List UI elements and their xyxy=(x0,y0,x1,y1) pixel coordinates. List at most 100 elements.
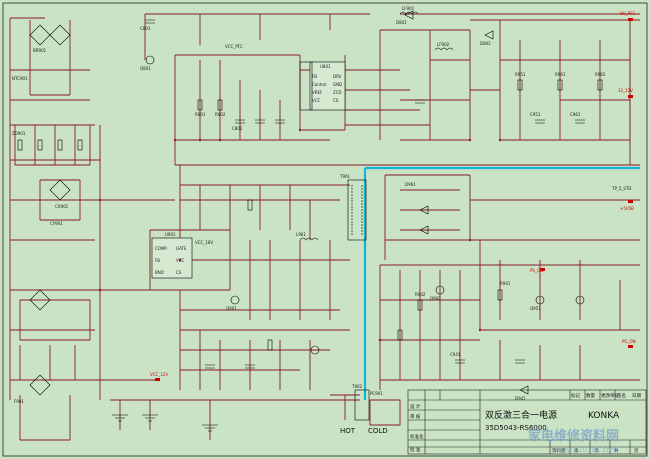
ground-symbol xyxy=(112,414,128,422)
title-block-row: 设 计 xyxy=(410,403,421,410)
standby-ic xyxy=(299,61,313,111)
ic-main-pin: COMP xyxy=(155,246,167,251)
ref-label: Q901 xyxy=(226,306,237,311)
resistor xyxy=(517,79,523,91)
ref-label: LF902 xyxy=(437,42,450,47)
ref-label: ZD901 xyxy=(12,131,26,136)
resistor xyxy=(217,99,223,111)
net-label-vcc-top: VCC_18V xyxy=(195,240,213,245)
ref-label: R962 xyxy=(595,72,606,77)
resistor xyxy=(37,139,43,151)
junction-dots xyxy=(98,128,502,342)
title-block-cell: 第 xyxy=(574,447,579,454)
pwm-controller-ic xyxy=(151,237,193,279)
ic-pfc-pin: DRV xyxy=(333,74,342,79)
capacitor xyxy=(455,359,465,364)
transistor-q4 xyxy=(535,295,545,305)
ic-pfc-pin: ZCD xyxy=(333,90,342,95)
resistor xyxy=(17,139,23,151)
capacitor xyxy=(535,119,545,124)
net-label-12v: 12_12V xyxy=(618,88,633,93)
ref-label: LF901 xyxy=(402,6,415,11)
title-block-cell: 页 xyxy=(634,448,639,454)
ic-pfc-pin: VCC xyxy=(312,98,321,103)
bridge-rectifier-2 xyxy=(49,24,71,46)
transformer-main xyxy=(347,179,367,241)
title-block-header: 签名 xyxy=(617,392,626,399)
title-block-header: 数量 xyxy=(586,392,595,399)
wire-network xyxy=(9,13,640,441)
inductor-coils xyxy=(299,11,454,241)
resistor xyxy=(557,79,563,91)
diagram-title: 双反激三合一电源 xyxy=(485,409,557,421)
watermark-url: www.520101.com xyxy=(555,446,618,454)
diode xyxy=(419,225,429,235)
net-label-tp5v: TP_5_STD xyxy=(611,186,631,191)
ref-label: T902 xyxy=(351,384,363,389)
capacitor xyxy=(245,364,255,369)
ref-label: R802 xyxy=(215,112,226,117)
ic-main-pin: CS xyxy=(176,270,182,275)
title-block xyxy=(407,389,647,455)
ref-label: Q902 xyxy=(430,296,441,301)
ic-pfc-pin: CS xyxy=(333,98,339,103)
title-block-header: 更改单号 xyxy=(601,392,619,399)
capacitor xyxy=(145,19,155,24)
model-label: 35D5043-RS6000 xyxy=(485,424,547,432)
ref-label: R942 xyxy=(415,292,426,297)
ref-label: T901 xyxy=(339,174,351,179)
net-flags xyxy=(155,18,633,381)
resistor xyxy=(247,199,253,211)
transformer-standby xyxy=(354,389,370,421)
ic-pfc-pin: Control xyxy=(312,82,326,87)
watermark-text: 家电维修资料网 xyxy=(528,428,619,444)
ref-label: R961 xyxy=(555,72,566,77)
capacitor xyxy=(205,364,215,369)
ref-label: R951 xyxy=(515,72,526,77)
diode xyxy=(419,205,429,215)
resistor xyxy=(267,339,273,351)
ic-main-pin: GATE xyxy=(176,246,187,251)
ground-symbol xyxy=(142,414,158,422)
title-block-cell: 页 xyxy=(594,448,599,454)
brand-label: KONKA xyxy=(588,411,620,421)
transistor-q6 xyxy=(310,345,320,355)
net-label-5vsb: +5VSB xyxy=(620,206,634,211)
capacitor xyxy=(235,119,245,124)
ref-label: D801 xyxy=(396,20,407,25)
transistor-q3 xyxy=(435,285,445,295)
ref-label: C951 xyxy=(530,112,541,117)
ref-label: CX901 xyxy=(55,204,69,209)
ref-label: CY901 xyxy=(50,221,63,226)
diode xyxy=(404,10,414,20)
bridge-rectifier-1 xyxy=(29,24,51,46)
resistor xyxy=(77,139,83,151)
ic-pfc-pin: FB xyxy=(312,74,317,79)
transistor-q2 xyxy=(230,295,240,305)
ref-label: Q951 xyxy=(530,306,541,311)
title-block-row: 审 核 xyxy=(410,413,421,420)
ic-pfc-name: U801 xyxy=(320,64,331,69)
net-label-ps-on: PS_ON xyxy=(530,268,543,273)
ic-main-pin: VCC xyxy=(176,258,185,263)
title-block-row: 批 准 xyxy=(410,446,421,453)
title-block-header: 日期 xyxy=(632,393,641,399)
ref-label: C941 xyxy=(450,352,461,357)
net-label-vcc-pfc: VCC_PFC xyxy=(225,44,243,49)
transistor-q5 xyxy=(575,295,585,305)
ref-label: D941 xyxy=(515,396,526,401)
resistor xyxy=(597,79,603,91)
filter-choke-2 xyxy=(29,289,51,311)
filter-choke-3 xyxy=(29,374,51,396)
ic-pfc-pin: GND xyxy=(333,82,342,87)
ref-label: Q801 xyxy=(140,66,151,71)
title-block-header: 标记 xyxy=(571,392,580,399)
isolation-boundary xyxy=(363,166,640,400)
capacitor xyxy=(275,119,285,124)
net-label-pg-on: PG_ON xyxy=(622,339,636,344)
ref-label: NTC901 xyxy=(12,76,28,81)
resistor xyxy=(397,329,403,341)
